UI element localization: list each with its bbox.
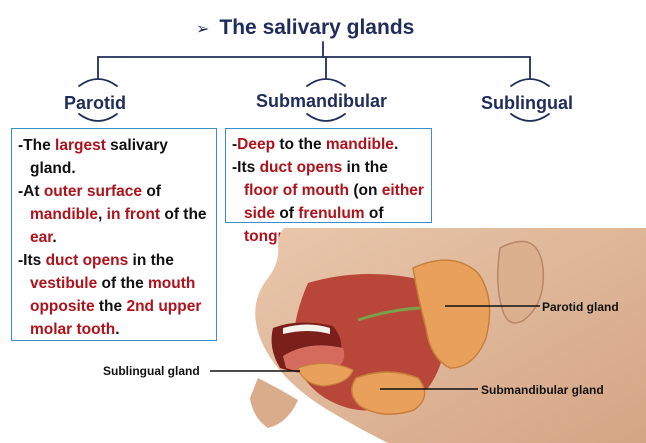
parotid-arc-bottom [78, 113, 118, 122]
body-text: -Its [232, 159, 260, 176]
submandibular-gland-shape [351, 371, 426, 415]
upper-teeth [283, 324, 330, 334]
branch-label-parotid: Parotid [64, 93, 127, 113]
body-text: of [275, 205, 299, 222]
diagram-title-text: The salivary glands [219, 16, 415, 39]
sublingual-arc-top [510, 78, 550, 87]
highlight-text: 2nd upper molar tooth [30, 298, 202, 338]
highlight-text: mandible [325, 136, 394, 153]
ear [497, 240, 545, 324]
submandibular-description-box: -Deep to the mandible.-Its duct opens in… [225, 128, 432, 245]
highlight-text: opposite [30, 298, 95, 315]
highlight-text: ear [30, 229, 53, 246]
body-text: . [52, 229, 57, 246]
arrow-bullet-icon: ➢ [196, 21, 210, 38]
chin [250, 378, 298, 428]
body-text: salivary gland. [30, 137, 168, 177]
parotid-arc-top [78, 78, 118, 87]
submandibular-arc-bottom [306, 113, 346, 122]
submandibular-arc-top [306, 78, 346, 87]
highlight-text: vestibule [30, 275, 98, 292]
body-text: (on [349, 182, 382, 199]
body-text: in the [128, 252, 174, 269]
head-neck-illustration [250, 228, 646, 443]
highlight-text: duct opens [45, 252, 129, 269]
body-text: -Its [18, 252, 46, 269]
highlight-text: frenulum [298, 205, 365, 222]
submandibular-fact-item: -Its duct opens in the floor of mouth (o… [232, 156, 425, 248]
highlight-text: duct opens [259, 159, 343, 176]
highlight-text: largest [55, 137, 106, 154]
branch-label-submandibular: Submandibular [256, 91, 388, 111]
body-text: , [98, 206, 107, 223]
callout-parotid-gland: Parotid gland [542, 300, 619, 314]
body-text: of the [160, 206, 207, 223]
body-text: to the [275, 136, 326, 153]
diagram-title: ➢ The salivary glands [196, 14, 414, 44]
body-text: . [393, 136, 399, 153]
parotid-fact-item: -Its duct opens in the vestibule of the … [18, 249, 208, 341]
highlight-text: Deep [237, 136, 276, 153]
parotid-fact-item: -At outer surface of mandible, in front … [18, 180, 208, 249]
body-text: -The [18, 137, 56, 154]
parotid-gland-shape [412, 259, 491, 369]
body-text: . [115, 321, 120, 338]
highlight-text: mouth [148, 275, 196, 292]
body-text: of [142, 183, 161, 200]
body-text: of [364, 205, 384, 222]
highlight-text: either side [244, 182, 424, 222]
highlight-text: in front [106, 206, 161, 223]
sublingual-arc-bottom [510, 113, 550, 122]
callout-sublingual-gland: Sublingual gland [103, 364, 200, 378]
highlight-text: outer surface [43, 183, 143, 200]
callout-submandibular-gland: Submandibular gland [481, 383, 604, 397]
branch-label-sublingual: Sublingual [481, 93, 573, 113]
body-text: of the [97, 275, 149, 292]
body-text: in the [342, 159, 388, 176]
parotid-fact-item: -The largest salivary gland. [18, 134, 208, 180]
body-text: - [232, 136, 238, 153]
parotid-description-box: -The largest salivary gland.-At outer su… [11, 128, 217, 341]
highlight-text: floor of mouth [244, 182, 350, 199]
sublingual-gland-shape [297, 362, 354, 387]
highlight-text: mandible [30, 206, 99, 223]
submandibular-fact-item: -Deep to the mandible. [232, 133, 425, 156]
body-text: -At [18, 183, 44, 200]
body-text: the [94, 298, 127, 315]
parotid-duct [357, 306, 421, 322]
